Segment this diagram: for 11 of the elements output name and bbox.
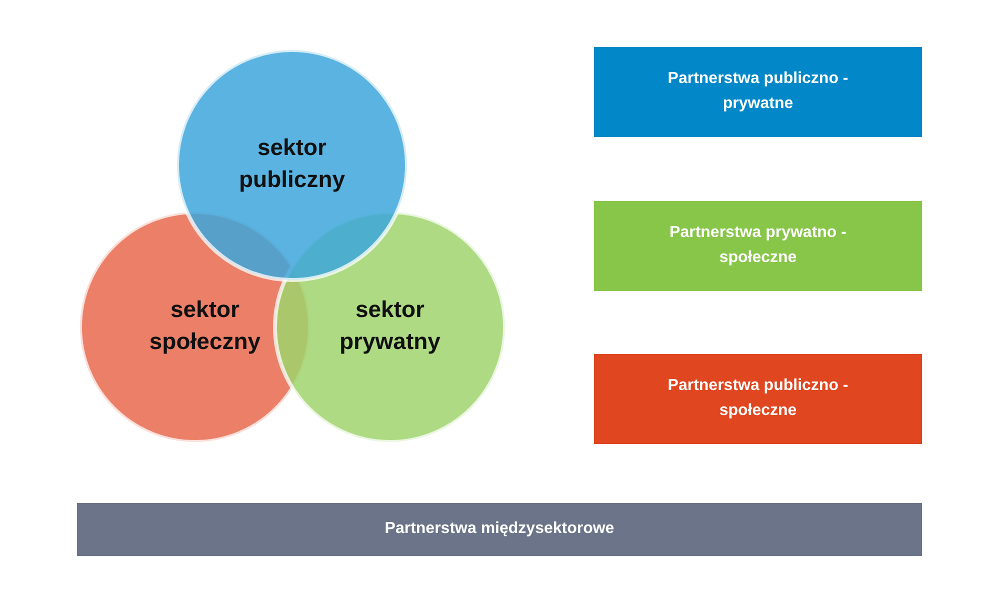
sector-label: sektor społeczny	[148, 294, 262, 356]
title-bar	[77, 503, 922, 556]
partnership-box	[594, 47, 922, 137]
partnership-label: Partnerstwa publiczno - prywatne	[666, 69, 850, 114]
sector-label: sektor publiczny	[238, 132, 346, 194]
partnership-label: Partnerstwa prywatno - społeczne	[668, 223, 848, 268]
partnership-label: Partnerstwa publiczno - społeczne	[666, 376, 850, 421]
partnership-box	[594, 354, 922, 444]
sector-label: sektor prywatny	[338, 294, 442, 356]
partnership-label: Partnerstwa międzysektorowe	[384, 519, 614, 540]
partnership-box	[594, 201, 922, 291]
